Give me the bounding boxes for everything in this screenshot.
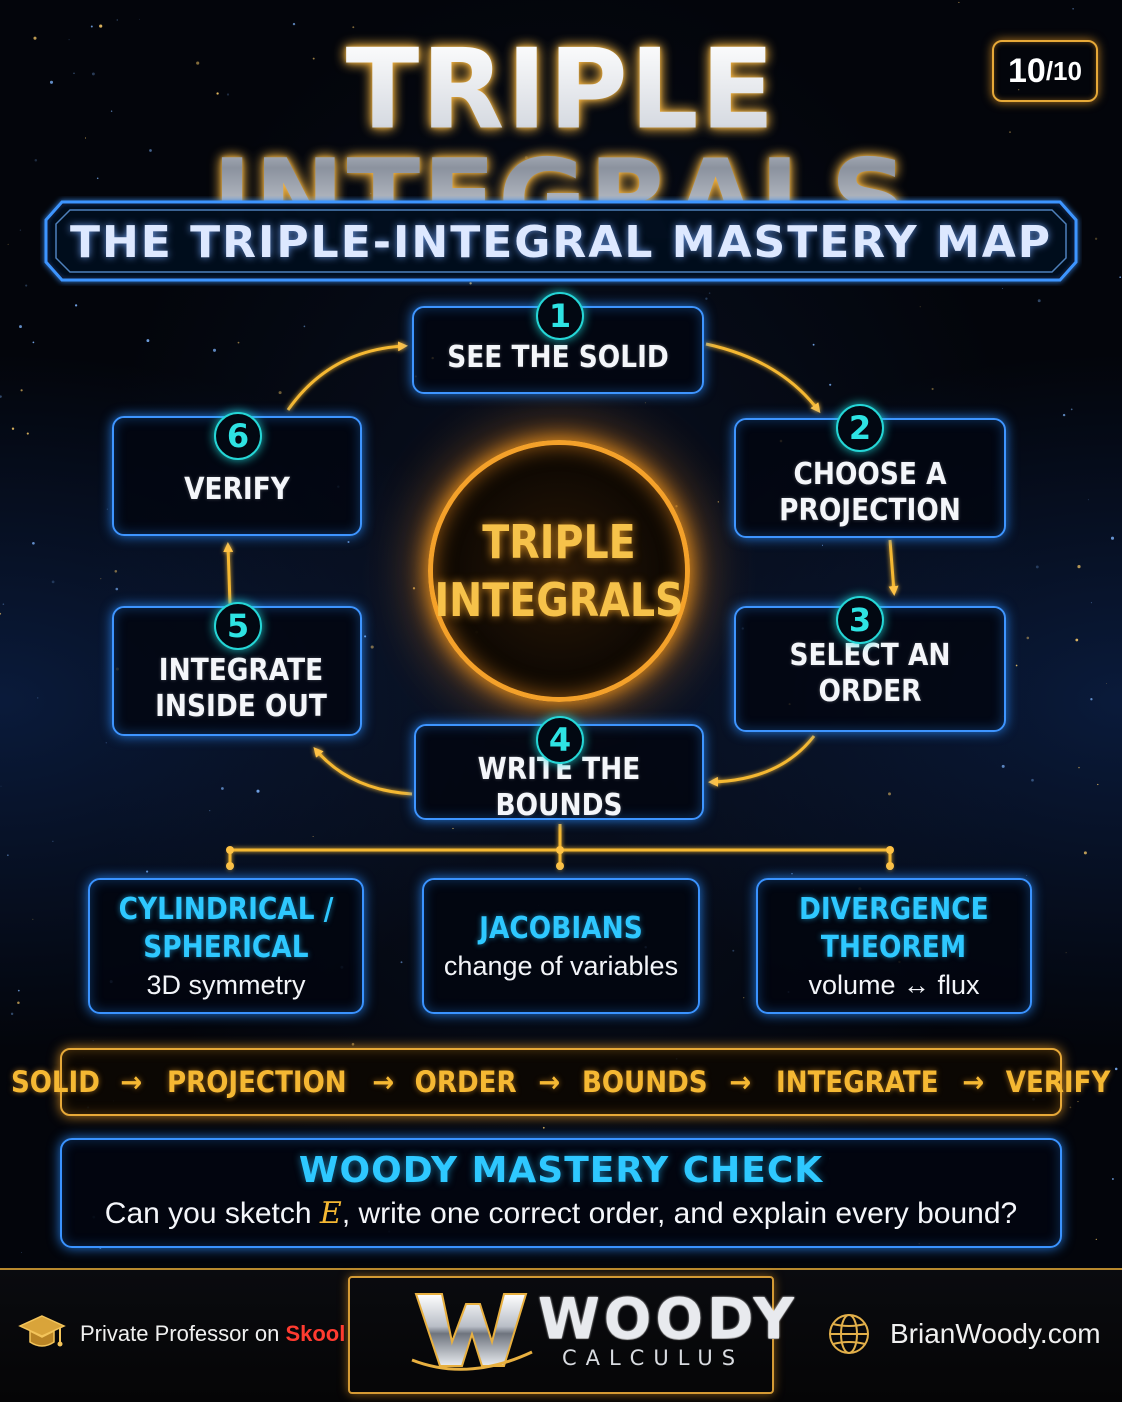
mastery-check-box	[60, 1138, 1062, 1248]
skool-link[interactable]: Private Professor on Skool	[18, 1306, 345, 1362]
globe-icon	[829, 1314, 869, 1354]
badge-number: 10	[1008, 51, 1046, 90]
badge-total: /10	[1045, 55, 1082, 86]
topic-jacobians-subtitle: change of variables	[443, 951, 679, 981]
topic-divergence-box	[756, 878, 1032, 1014]
topic-cylindrical-box	[88, 878, 364, 1014]
process-flow-bar: SOLID → PROJECTION → ORDER → BOUNDS → IN…	[11, 1048, 1110, 1116]
step-1-number: 1	[536, 292, 584, 340]
skool-brand: Skool	[285, 1321, 346, 1346]
flow-integrate: INTEGRATE	[775, 1065, 939, 1099]
question-variable: E	[319, 1196, 342, 1231]
step-4-number: 4	[536, 716, 584, 764]
topic-divergence-subtitle: volume ↔ flux	[808, 970, 980, 1000]
mastery-check-question: Can you sketch E, write one correct orde…	[60, 1196, 1062, 1231]
step-2-number: 2	[836, 404, 884, 452]
skool-prefix: Private Professor on	[80, 1321, 286, 1346]
flow-arrow: →	[729, 1065, 752, 1099]
core-line-2: INTEGRALS	[434, 573, 684, 627]
step-5-label: INTEGRATE INSIDE OUT	[155, 653, 327, 724]
core-line-1: TRIPLE	[482, 515, 636, 569]
flow-order: ORDER	[415, 1065, 517, 1099]
page-badge: 10/10	[992, 40, 1098, 102]
flow-solid: SOLID	[11, 1065, 101, 1099]
question-part-1: Can you sketch	[104, 1197, 320, 1230]
step-3-number: 3	[836, 596, 884, 644]
step-3-label: SELECT AN ORDER	[789, 638, 951, 709]
arrow-3-to-4	[708, 735, 816, 787]
flow-projection: PROJECTION	[167, 1065, 348, 1099]
step-6-label: VERIFY	[184, 472, 290, 507]
topic-cylindrical-title-2: SPHERICAL	[143, 930, 309, 965]
flow-arrow: →	[372, 1065, 395, 1099]
footer	[0, 1268, 1122, 1402]
topic-divergence-title-1: DIVERGENCE	[799, 892, 989, 927]
step-2-label: CHOOSE A PROJECTION	[779, 457, 961, 528]
topic-divergence-title-2: THEOREM	[821, 930, 967, 965]
flow-arrow: →	[962, 1065, 985, 1099]
footer-logo-frame	[348, 1276, 774, 1394]
topic-cylindrical: CYLINDRICAL / SPHERICAL 3D symmetry	[88, 886, 364, 1008]
flow-bounds: BOUNDS	[581, 1065, 708, 1099]
banner-frame	[44, 200, 1078, 282]
step-4-label: WRITE THE BOUNDS	[477, 752, 641, 823]
flow-verify: VERIFY	[1005, 1065, 1110, 1099]
flow-arrow: →	[120, 1065, 143, 1099]
arrow-5-to-6	[223, 542, 234, 605]
website-text: BrianWoody.com	[890, 1318, 1101, 1349]
step-1-label: SEE THE SOLID	[447, 340, 669, 375]
step-6-number: 6	[214, 412, 262, 460]
mastery-check-title: WOODY MASTERY CHECK	[298, 1150, 824, 1191]
skool-text: Private Professor on Skool	[80, 1321, 345, 1347]
question-part-2: , write one correct order, and explain e…	[341, 1197, 1018, 1230]
arrow-6-to-1	[286, 341, 408, 411]
banner-title: THE TRIPLE-INTEGRAL MASTERY MAP	[69, 216, 1053, 268]
topic-cylindrical-subtitle: 3D symmetry	[146, 970, 306, 1000]
step-5-number: 5	[214, 602, 262, 650]
arrow-4-to-5	[313, 746, 413, 796]
woody-w-logo	[411, 1293, 533, 1371]
arrow-1-to-2	[705, 342, 821, 414]
woody-logo-subtitle: CALCULUS	[561, 1346, 745, 1370]
topic-cylindrical-title-1: CYLINDRICAL /	[118, 892, 334, 927]
topic-jacobians-title: JACOBIANS	[479, 911, 643, 946]
website-link[interactable]: BrianWoody.com	[826, 1306, 1101, 1362]
core-circle	[428, 440, 690, 702]
topic-divergence: DIVERGENCE THEOREM volume ↔ flux	[756, 886, 1032, 1008]
topic-jacobians: JACOBIANS change of variables	[422, 886, 700, 1008]
woody-logo-word: WOODY	[538, 1287, 798, 1352]
flow-arrow: →	[537, 1065, 560, 1099]
topic-jacobians-box	[422, 878, 700, 1014]
arrow-2-to-3	[888, 539, 899, 596]
graduation-cap-icon	[18, 1315, 66, 1347]
